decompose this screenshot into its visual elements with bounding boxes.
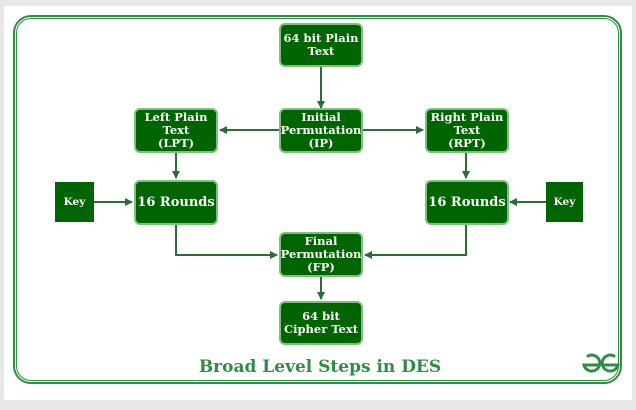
left-rounds-node: 16 Rounds	[134, 180, 218, 225]
geeksforgeeks-logo-icon	[582, 353, 620, 373]
right-key-node: Key	[546, 182, 583, 222]
arrow-left-rounds-to-fp	[175, 225, 278, 259]
diagram-caption: Broad Level Steps in DES	[198, 357, 442, 377]
arrow-right-rounds-to-fp	[364, 225, 467, 259]
final-permutation-node: Final Permutation (FP)	[279, 232, 363, 277]
diagram-frame-inner	[16, 18, 619, 381]
initial-permutation-node: Initial Permutation (IP)	[279, 108, 363, 153]
plain-text-node: 64 bit Plain Text	[279, 23, 363, 67]
right-rounds-node: 16 Rounds	[425, 180, 509, 225]
right-plain-text-node: Right Plain Text (RPT)	[425, 108, 509, 153]
cipher-text-node: 64 bit Cipher Text	[279, 301, 363, 345]
left-key-node: Key	[55, 182, 94, 222]
left-plain-text-node: Left Plain Text (LPT)	[134, 108, 218, 153]
